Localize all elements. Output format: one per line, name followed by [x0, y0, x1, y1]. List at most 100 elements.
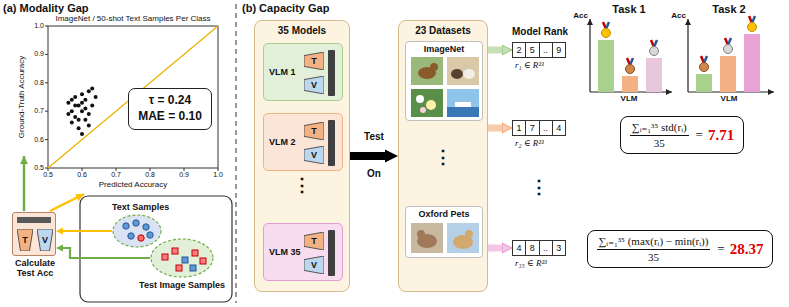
node-text: V [311, 80, 317, 90]
point [80, 132, 84, 136]
connector [488, 245, 502, 252]
panel-title: (a) Modality Gap [3, 2, 89, 14]
formula-box: ∑ᵢ₌₁³⁵ (max(rᵢ) − min(rᵢ))35 = 28.37 [587, 230, 774, 268]
encoder-trapezoid: T [304, 52, 324, 70]
dataset-thumbnail [447, 223, 479, 253]
cluster-outline [151, 239, 213, 277]
thumbnail-ground [411, 223, 443, 253]
image-sample [192, 250, 198, 256]
tick-label: 0.8 [145, 171, 155, 179]
ribbon [606, 22, 609, 29]
node-text: = [717, 241, 724, 257]
bar [598, 40, 614, 92]
node-text: Test Image Samples [139, 280, 225, 290]
point [83, 98, 87, 102]
node-text: .. [539, 241, 552, 255]
point [70, 121, 74, 125]
chart-title: Task 2 [712, 3, 745, 15]
dataset-box: Oxford Pets [405, 206, 483, 258]
projection-bar [328, 50, 335, 96]
node-text: VLM 35 [269, 247, 301, 257]
ribbon [630, 58, 633, 65]
encoder-trapezoid: V [304, 76, 324, 94]
image-sample [162, 254, 168, 260]
result-arrow [50, 194, 84, 211]
point [70, 109, 74, 113]
tick-label: 0.5 [43, 171, 53, 179]
node-text: Calculate Test Acc [9, 258, 61, 279]
plot-frame [48, 26, 218, 168]
scatter-points [66, 87, 97, 136]
node-text: T [22, 235, 28, 245]
formula-box: ∑ᵢ₌₁³⁵ std(rᵢ)35=7.71 [620, 116, 744, 154]
tick-label: 0.9 [179, 171, 189, 179]
axis [589, 19, 590, 92]
metric-box: τ = 0.24MAE = 0.10 [128, 88, 212, 130]
connector [488, 47, 502, 54]
thumbnail-ground [447, 89, 479, 117]
text-sample [138, 235, 144, 241]
axis-ticks [45, 26, 218, 171]
node-text: Oxford Pets [406, 209, 482, 219]
axis [687, 19, 688, 92]
image-sample [176, 265, 182, 271]
point [73, 104, 77, 108]
tick [45, 139, 48, 140]
node-text: 7.71 [708, 127, 734, 144]
image-sample [200, 258, 206, 264]
image-sample [190, 265, 196, 271]
projection-bar [17, 217, 51, 223]
ellipsis: ⋮ [293, 176, 311, 196]
connector [488, 125, 502, 132]
node-text: .. [539, 43, 552, 57]
group-panel: TVVLM 1TVVLM 2TVVLM 3535 Models [254, 20, 350, 292]
tick-label: 0.7 [34, 107, 44, 115]
panel-title: (b) Capacity Gap [242, 2, 329, 14]
tick-label: 0.8 [34, 79, 44, 87]
task-chart [688, 16, 774, 92]
node-text: V [311, 150, 317, 160]
thumbnail-shape [447, 107, 479, 117]
point [83, 118, 87, 122]
node-text: 28.37 [730, 241, 764, 258]
tick [116, 168, 117, 171]
thumbnail-ground [447, 57, 479, 85]
node-text: 7 [525, 121, 538, 135]
point [90, 87, 94, 91]
axis-title: Acc [573, 12, 588, 21]
node-text: .. [539, 121, 552, 135]
encoder-trapezoid: T [304, 232, 324, 250]
point [87, 123, 91, 127]
tick [218, 168, 219, 171]
medal [626, 65, 635, 74]
text-sample [133, 220, 139, 226]
projection-bar [328, 230, 335, 276]
thumbnail-shape [416, 95, 424, 103]
trapezoid [304, 232, 324, 250]
thumbnail-shape [463, 69, 475, 79]
encoder-trapezoid: T [17, 229, 33, 251]
medal [650, 47, 659, 56]
image-sample [182, 257, 188, 263]
vlm-box: TVVLM 1 [263, 43, 343, 101]
thumbnail-shape [420, 107, 426, 113]
bronze-medal [626, 58, 635, 74]
identity-line [48, 26, 218, 168]
node-text: 35 Models [255, 25, 349, 36]
fraction: ∑ᵢ₌₁³⁵ std(rᵢ)35 [630, 121, 689, 149]
node-text: ∑ᵢ₌₁³⁵ (max(rᵢ) − min(rᵢ)) [597, 235, 711, 250]
thumbnail-ground [411, 89, 443, 117]
node-text: ∑ᵢ₌₁³⁵ std(rᵢ) [630, 121, 689, 136]
gold-medal [748, 16, 757, 32]
thumbnail-shape [430, 63, 438, 71]
node-shape [406, 56, 482, 120]
connector [350, 152, 385, 160]
tick [184, 168, 185, 171]
point [70, 98, 74, 102]
node-text: 35 [648, 250, 659, 263]
dataset-box: ImageNet [405, 41, 483, 121]
node-text: τ = 0.24 [149, 93, 191, 109]
arrow-label: On [367, 168, 381, 179]
node-text: Text Samples [112, 202, 169, 212]
medal [724, 45, 733, 54]
